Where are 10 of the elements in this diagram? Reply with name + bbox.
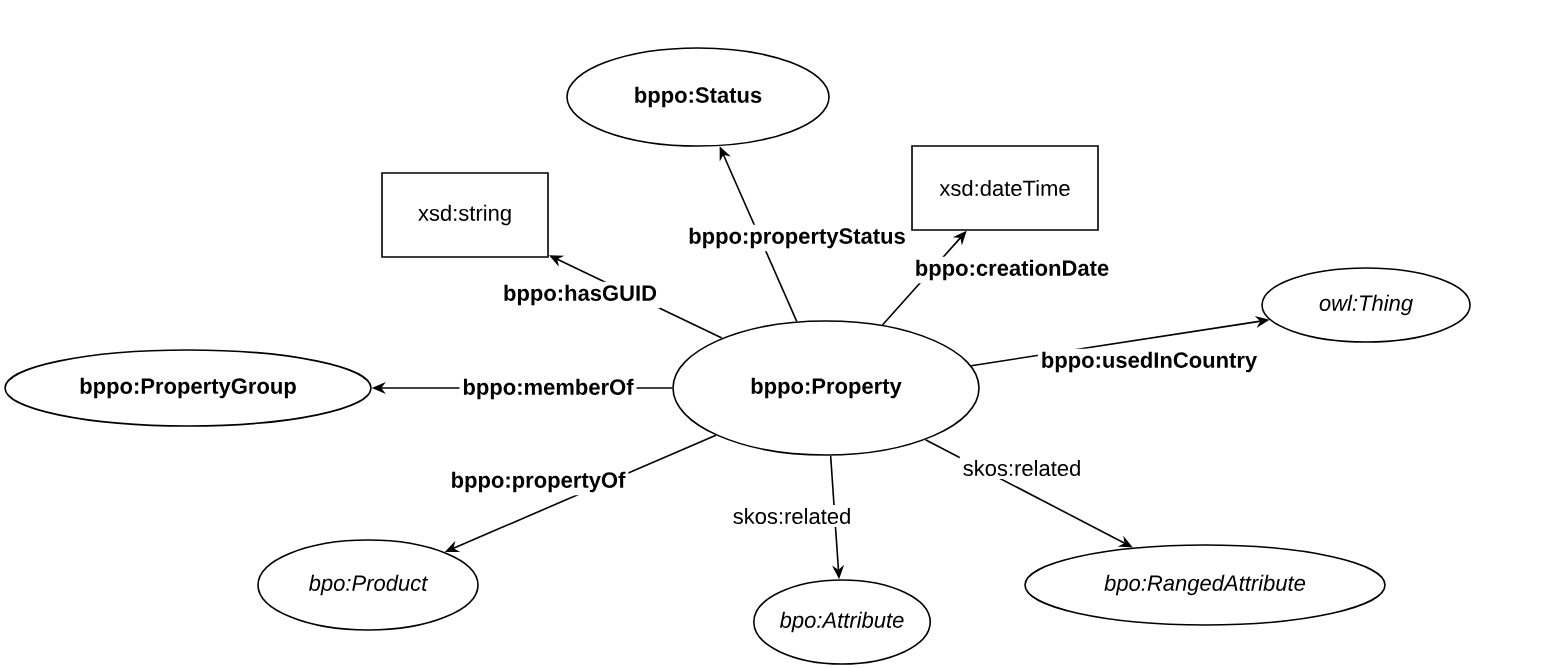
edge-label: bppo:propertyStatus (685, 224, 909, 252)
edge-label: skos:related (729, 504, 855, 528)
edge-label: bppo:memberOf (459, 375, 637, 403)
edge-label: bppo:hasGUID (500, 281, 660, 309)
edge-label: bppo:propertyOf (447, 468, 629, 496)
edge-label: bppo:usedInCountry (1037, 348, 1261, 376)
edge-label: skos:related (959, 456, 1085, 480)
datatype-box: xsd:string (381, 172, 549, 258)
edge-label: bppo:creationDate (911, 256, 1113, 284)
datatype-box: xsd:dateTime (911, 145, 1099, 231)
